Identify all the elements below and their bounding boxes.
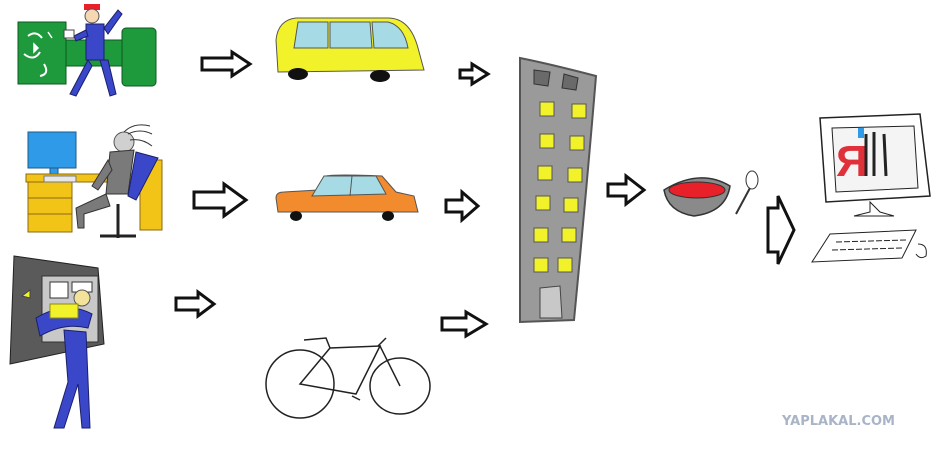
watermark: YAPLAKAL.COM [781, 414, 895, 429]
computer: Я [811, 113, 931, 263]
arrow-van-to-building [458, 61, 491, 87]
arrow-lunch-to-computer [766, 195, 796, 265]
office-worker-at-desk [25, 124, 163, 238]
bicycle [265, 337, 431, 419]
car [275, 174, 419, 221]
arrow-building-to-lunch [606, 172, 647, 208]
arrow-bicycle-to-building [440, 309, 489, 339]
building-windows [533, 101, 587, 273]
worker-with-map [17, 4, 157, 97]
worker-at-control-panel [9, 255, 105, 429]
office-building [519, 56, 598, 324]
van [275, 17, 425, 82]
arrow-row3 [174, 289, 217, 319]
spoon [735, 170, 759, 215]
worker-figure [63, 4, 123, 97]
computer-screen-text: Я [836, 137, 868, 186]
arrow-row2 [192, 181, 249, 219]
bowl-of-soup [663, 177, 731, 217]
arrow-car-to-building [444, 188, 481, 224]
arrow-row1 [200, 49, 253, 79]
